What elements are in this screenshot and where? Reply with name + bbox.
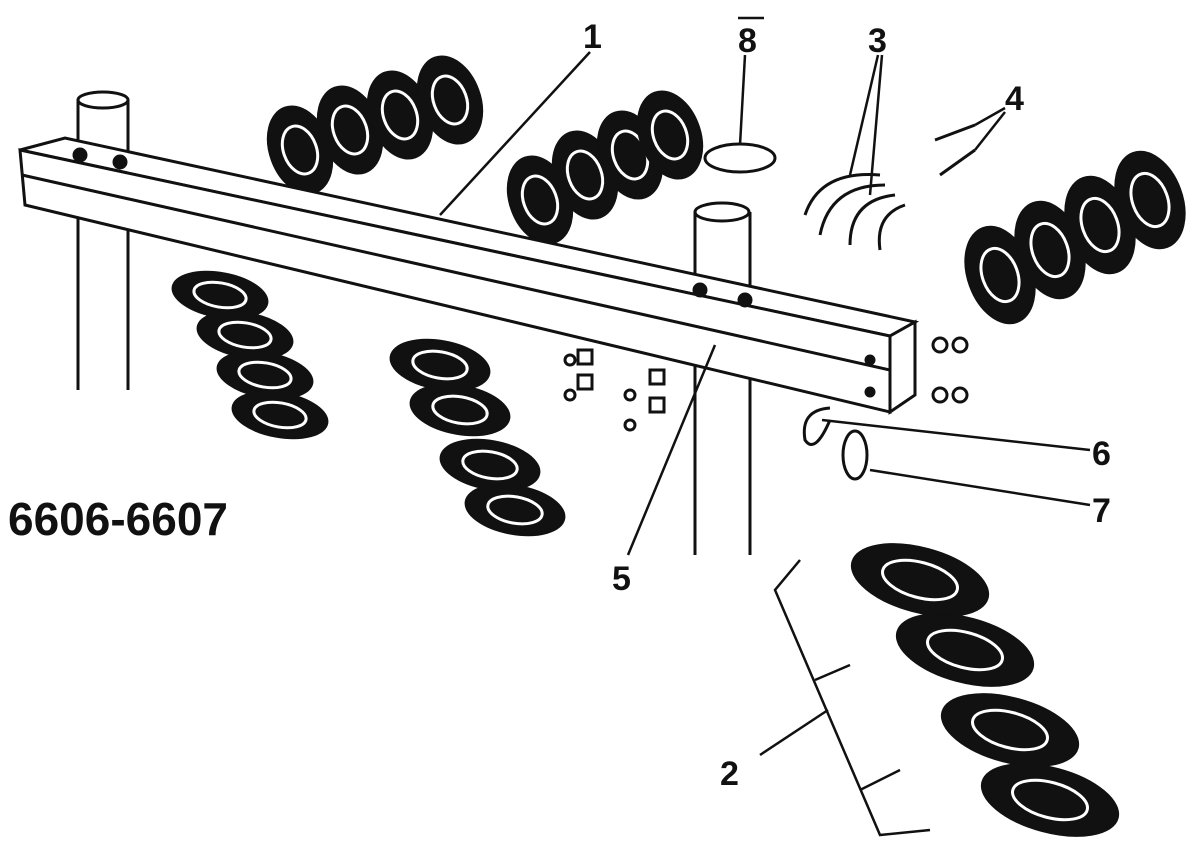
insulator-disc: [1114, 150, 1186, 250]
hook-bolt-6: [802, 406, 832, 446]
insulator-disc: [416, 55, 484, 145]
upper-insulator-strings: [266, 55, 1186, 325]
insulator-disc: [940, 693, 1080, 767]
callout-6: 6: [1092, 435, 1111, 473]
insulator-disc-rim: [520, 174, 560, 226]
insulator-disc: [231, 390, 329, 440]
insulator-disc-rim: [252, 400, 308, 430]
callout-8: 8: [738, 22, 757, 60]
hanging-insulator-strings: [171, 270, 1120, 837]
insulator-disc-rim: [971, 708, 1049, 752]
insulator-disc: [895, 613, 1035, 687]
insulator-disc-rim: [926, 628, 1004, 672]
callout-3: 3: [868, 22, 887, 60]
link-7: [841, 429, 869, 481]
insulator-disc-rim: [881, 558, 959, 602]
washer-8: [703, 142, 777, 174]
insulator-disc-rim: [979, 246, 1021, 304]
callout-1: 1: [583, 18, 602, 56]
insulator-disc-rim: [1079, 196, 1121, 254]
insulator-disc-rim: [217, 320, 273, 350]
cotter-pins-3: [803, 173, 906, 251]
insulator-disc-rim: [411, 349, 469, 381]
insulator-disc: [850, 543, 990, 617]
center-pole: [693, 201, 752, 555]
insulator-disc-rim: [192, 280, 248, 310]
callout-2: 2: [720, 755, 739, 793]
callout-4: 4: [1005, 80, 1024, 118]
insulator-disc-rim: [650, 109, 690, 161]
callout-5: 5: [612, 560, 631, 598]
insulator-disc: [980, 763, 1120, 837]
insulator-disc: [636, 90, 704, 180]
figure-code: 6606-6607: [8, 493, 228, 545]
insulator-disc-rim: [1129, 171, 1171, 229]
insulator-disc-rim: [565, 149, 605, 201]
leader-lines: [439, 51, 1091, 837]
left-pole: [76, 90, 130, 390]
insulator-disc-rim: [1029, 221, 1071, 279]
insulator-disc: [409, 383, 511, 437]
nuts: [563, 336, 969, 432]
insulator-disc-rim: [237, 360, 293, 390]
insulator-disc-rim: [430, 74, 470, 126]
callout-7: 7: [1092, 492, 1111, 530]
insulator-disc-rim: [431, 394, 489, 426]
insulator-disc-rim: [380, 89, 420, 141]
insulator-disc-rim: [486, 494, 544, 526]
crossarm-beam: [18, 136, 920, 415]
insulator-disc-rim: [330, 104, 370, 156]
insulator-disc-rim: [280, 124, 320, 176]
insulator-disc: [464, 483, 566, 537]
insulator-disc-rim: [461, 449, 519, 481]
insulator-disc-rim: [1011, 778, 1089, 822]
pins-4: [934, 123, 976, 177]
